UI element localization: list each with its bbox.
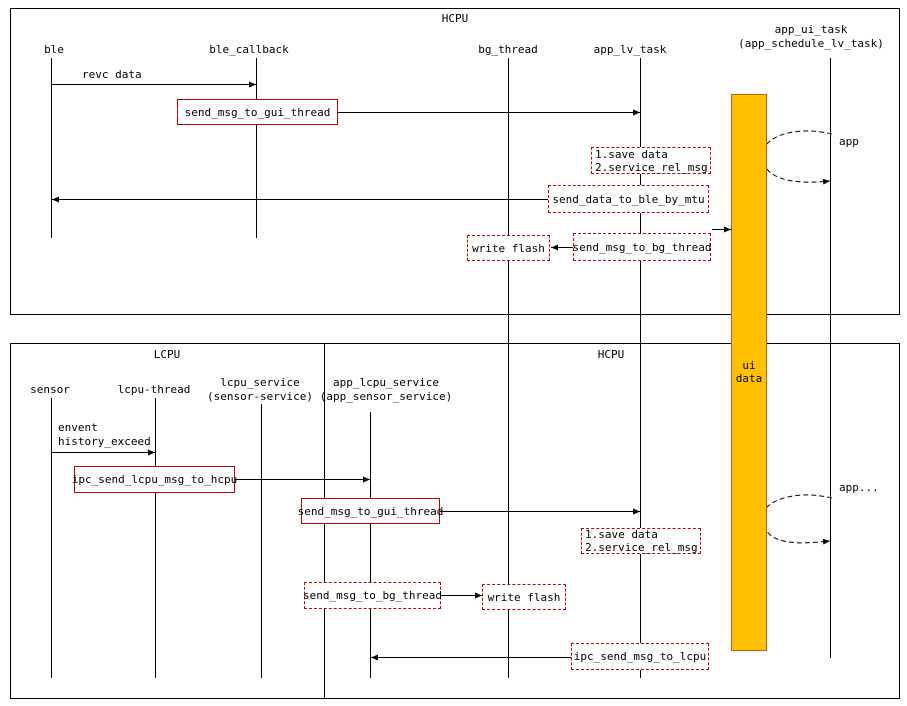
write-flash-bottom-label: write flash bbox=[487, 590, 561, 604]
participant-ble-callback: ble_callback bbox=[209, 43, 289, 56]
send-bg-bottom-label: send_msg_to_bg_thread bbox=[302, 589, 443, 602]
box-ipc-send-msg-to-lcpu: ipc_send_msg_to_lcpu bbox=[571, 643, 709, 670]
box-save-data-bottom: 1.save data 2.service_rel_msg bbox=[581, 528, 701, 554]
ui-data-bar: ui data bbox=[731, 94, 767, 651]
hcpu-top-title: HCPU bbox=[441, 12, 469, 25]
message-event-line-1: envent bbox=[58, 421, 98, 434]
send-ble-label: send_data_to_ble_by_mtu bbox=[552, 192, 705, 206]
participant-app-lv-task: app_lv_task bbox=[593, 43, 667, 56]
box-write-flash-bottom: write flash bbox=[482, 584, 566, 610]
ipc-lcpu-label: ipc_send_msg_to_lcpu bbox=[573, 650, 707, 663]
send-bg-top-label: send_msg_to_bg_thread bbox=[572, 240, 712, 254]
participant-app-ui-task: app_ui_task bbox=[774, 23, 848, 36]
participant-ble: ble bbox=[44, 43, 64, 56]
box-send-gui-top-label: send_msg_to_gui_thread bbox=[184, 105, 331, 119]
box-ipc-send-lcpu-msg-to-hcpu: ipc_send_lcpu_msg_to_hcpu bbox=[71, 466, 238, 493]
participant-sensor: sensor bbox=[30, 383, 70, 396]
hcpu-top-frame bbox=[10, 8, 900, 315]
arrow-self-app-top bbox=[761, 130, 833, 185]
participant-app-lcpu-service: app_lcpu_service bbox=[333, 376, 439, 389]
save-data-top-line-2: 2.service_rel_msg bbox=[595, 160, 708, 174]
self-label-app-bottom: app... bbox=[839, 481, 879, 494]
participant-lcpu-service: lcpu_service bbox=[220, 376, 300, 389]
write-flash-top-label: write flash bbox=[472, 241, 545, 255]
self-label-app: app bbox=[839, 135, 859, 148]
send-gui-bottom-label: send_msg_to_gui_thread bbox=[297, 504, 444, 518]
save-data-top-line-1: 1.save data bbox=[595, 147, 668, 161]
participant-lcpu-service-sub: (sensor-service) bbox=[207, 390, 313, 403]
box-send-msg-to-gui-thread-top: send_msg_to_gui_thread bbox=[177, 99, 338, 125]
ui-data-label-2: data bbox=[735, 372, 763, 385]
box-write-flash-top: write flash bbox=[467, 235, 550, 261]
box-send-data-to-ble-by-mtu: send_data_to_ble_by_mtu bbox=[548, 185, 709, 213]
ipc-hcpu-label: ipc_send_lcpu_msg_to_hcpu bbox=[71, 473, 238, 486]
box-send-msg-to-bg-thread-top: send_msg_to_bg_thread bbox=[572, 233, 712, 261]
participant-bg-thread: bg_thread bbox=[478, 43, 538, 56]
participant-lcpu-thread: lcpu-thread bbox=[117, 383, 191, 396]
ui-data-label-1: ui bbox=[742, 359, 756, 372]
hcpu-bottom-title: HCPU bbox=[597, 348, 625, 361]
save-data-bottom-line-2: 2.service_rel_msg bbox=[585, 541, 698, 554]
message-revc-data: revc data bbox=[82, 68, 142, 81]
box-send-msg-to-gui-thread-bottom: send_msg_to_gui_thread bbox=[298, 498, 443, 524]
save-data-bottom-line-1: 1.save data bbox=[585, 528, 658, 541]
message-event-line-2: history_exceed bbox=[58, 435, 151, 448]
box-save-data-top: 1.save data 2.service_rel_msg bbox=[591, 147, 711, 174]
lcpu-title: LCPU bbox=[153, 348, 181, 361]
box-send-msg-to-bg-thread-bottom: send_msg_to_bg_thread bbox=[302, 582, 443, 609]
arrow-self-app-bottom bbox=[761, 494, 833, 545]
participant-app-ui-task-sub: (app_schedule_lv_task) bbox=[738, 37, 884, 50]
bottom-frame bbox=[10, 343, 900, 699]
participant-app-lcpu-service-sub: (app_sensor_service) bbox=[319, 390, 453, 403]
